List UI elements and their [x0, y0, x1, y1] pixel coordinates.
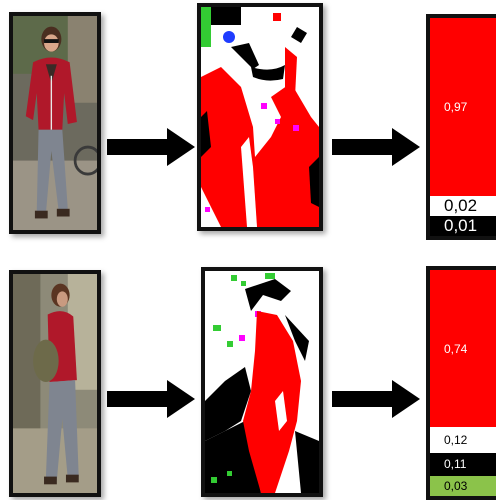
segmentation-map-image [205, 271, 319, 493]
histogram-value-label: 0,74 [444, 341, 468, 356]
histogram-value-label: 0,02 [444, 196, 478, 215]
pedestrian-photo-image [13, 274, 97, 493]
histogram-bar-black: 0,11 [430, 452, 496, 476]
pedestrian-photo-image [13, 16, 97, 230]
histogram-bar-red: 0,74 [430, 270, 496, 428]
histogram-value-label: 0,01 [444, 216, 478, 235]
histogram-bar-black: 0,01 [430, 216, 496, 236]
histogram-value-label: 0,97 [444, 100, 468, 114]
arrow-right-icon [107, 128, 195, 166]
segmentation-map [197, 3, 323, 231]
pedestrian-photo [9, 12, 101, 234]
color-histogram: 0,74 0,12 0,11 0,03 [426, 266, 496, 500]
pedestrian-photo [9, 270, 101, 497]
arrow-right-icon [107, 380, 195, 418]
histogram-bar-light_green: 0,03 [430, 475, 496, 496]
histogram-bar-white: 0,12 [430, 427, 496, 453]
arrow-right-icon [332, 128, 420, 166]
arrow-right-icon [332, 380, 420, 418]
histogram-value-label: 0,11 [444, 457, 467, 472]
histogram-bar-red: 0,97 [430, 18, 496, 196]
histogram-value-label: 0,03 [444, 478, 468, 493]
segmentation-map-image [201, 7, 319, 227]
histogram-bar-white: 0,02 [430, 196, 496, 216]
pipeline-row-2: 0,74 0,12 0,11 0,03 [0, 258, 496, 500]
histogram-value-label: 0,12 [444, 432, 468, 447]
segmentation-map [201, 267, 323, 497]
